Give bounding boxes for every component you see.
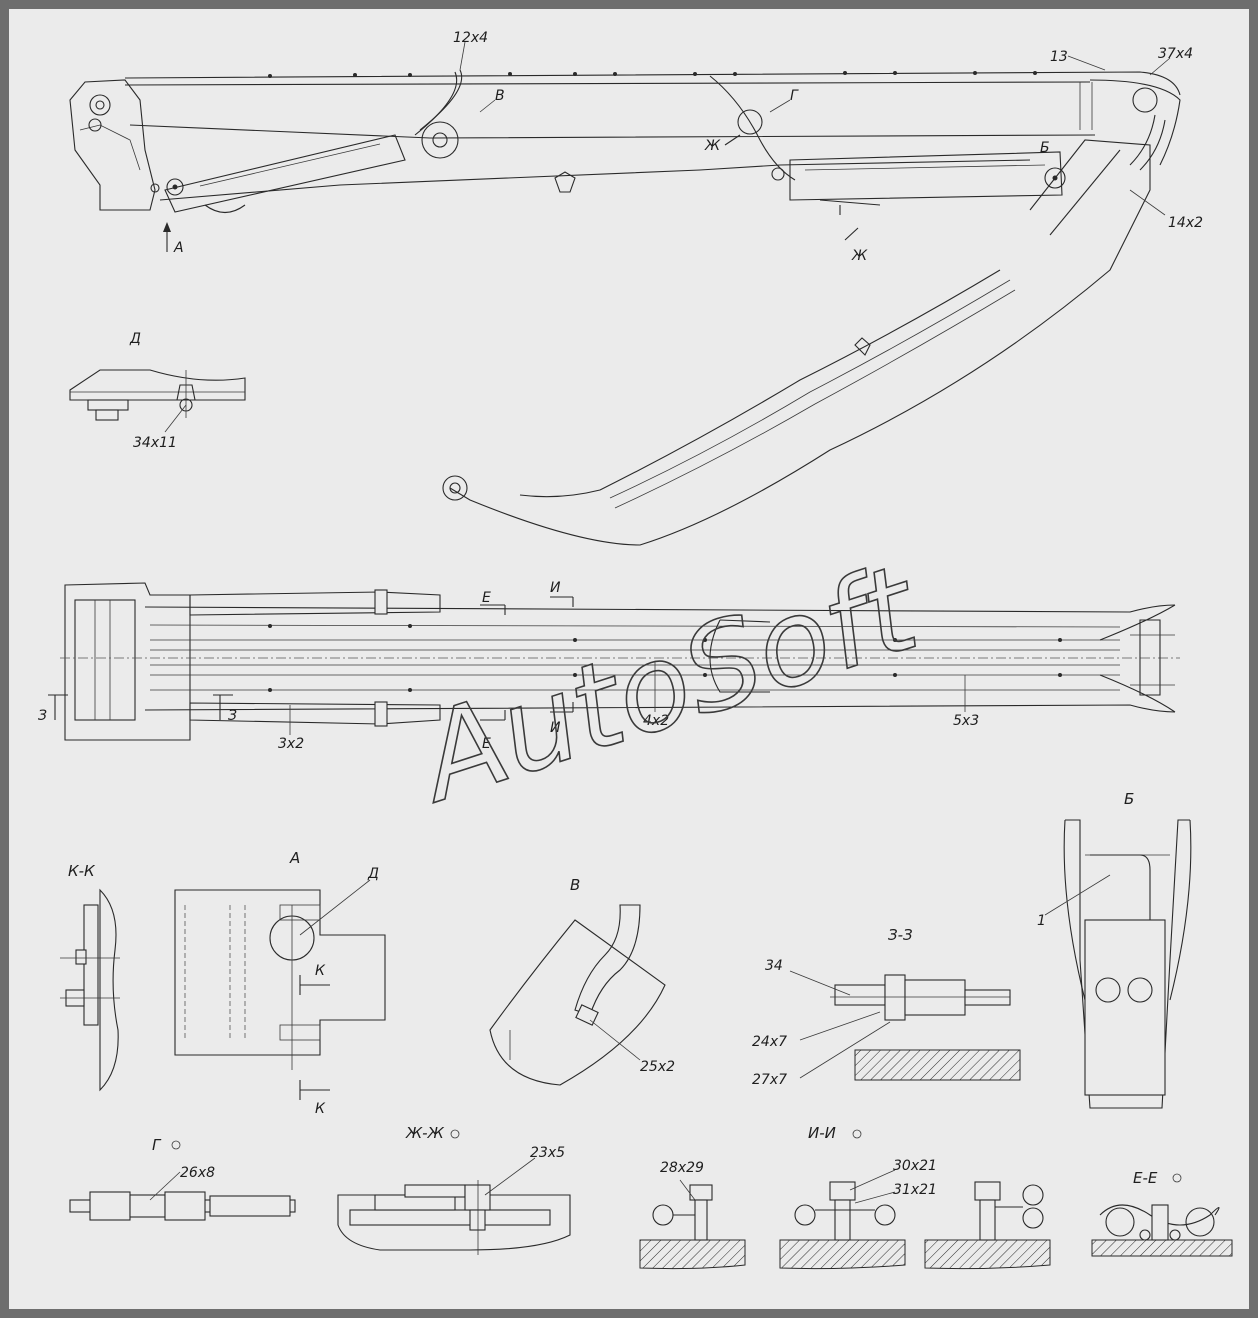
callout-12x4: 12x4 bbox=[453, 30, 488, 46]
view-a-callout-d: Д bbox=[367, 866, 379, 882]
callout-v: В bbox=[495, 88, 505, 104]
view-v-title: В bbox=[570, 876, 580, 894]
callout-14x2: 14x2 bbox=[1168, 215, 1203, 231]
view-g: Г 26x8 bbox=[69, 1136, 296, 1221]
section-kk-title: К-К bbox=[68, 862, 96, 880]
view-v-callout: 25x2 bbox=[640, 1059, 675, 1075]
view-a-section-k-bottom: К bbox=[315, 1101, 326, 1117]
view-a: А Д К К bbox=[174, 849, 386, 1117]
boom-plan-view bbox=[48, 582, 1180, 741]
section-zz-callout-27x7: 27x7 bbox=[752, 1072, 787, 1088]
section-i-bottom: И bbox=[550, 720, 561, 736]
paper bbox=[9, 9, 1249, 1309]
side-view-callouts: 12x4 В Г Ж Ж 13 37x4 Б 14x2 А bbox=[173, 30, 1203, 264]
view-b: Б 1 bbox=[1037, 790, 1192, 1109]
section-ii-callout-30x21: 30x21 bbox=[893, 1158, 937, 1174]
section-e-bottom: Е bbox=[482, 736, 491, 752]
section-e-top: Е bbox=[482, 590, 491, 606]
section-zhzh-callout: 23x5 bbox=[530, 1145, 565, 1161]
callout-a: А bbox=[173, 240, 184, 256]
callout-zh-bottom: Ж bbox=[851, 248, 868, 264]
section-ee-title: Е-Е bbox=[1133, 1169, 1158, 1187]
view-b-callout-1: 1 bbox=[1037, 913, 1046, 929]
section-z-right: З bbox=[228, 708, 237, 724]
callout-g: Г bbox=[790, 88, 799, 104]
callout-zh-top: Ж bbox=[704, 138, 721, 154]
view-b-title: Б bbox=[1124, 790, 1134, 808]
plan-view-callouts: Е Е И И З З 3x2 4x2 5x3 bbox=[38, 580, 979, 752]
callout-5x3: 5x3 bbox=[953, 713, 979, 729]
callout-4x2: 4x2 bbox=[643, 713, 669, 729]
section-ii-callout-28x29: 28x29 bbox=[660, 1160, 704, 1176]
boom-side-view bbox=[69, 41, 1181, 546]
section-zz-title: З-З bbox=[888, 926, 913, 944]
view-v: В 25x2 bbox=[489, 876, 675, 1086]
section-z-left: З bbox=[38, 708, 47, 724]
view-a-title: А bbox=[289, 849, 300, 867]
section-ii: И-И 28x29 30x21 31x21 bbox=[639, 1124, 1051, 1270]
section-zz: З-З 34 24x7 27x7 bbox=[752, 926, 1021, 1088]
section-ee: Е-Е bbox=[1091, 1169, 1233, 1257]
detail-d: Д 34x11 bbox=[69, 331, 246, 451]
section-kk: К-К bbox=[60, 862, 120, 1092]
view-g-callout: 26x8 bbox=[180, 1165, 215, 1181]
callout-b: Б bbox=[1040, 140, 1050, 156]
callout-37x4: 37x4 bbox=[1158, 46, 1193, 62]
section-zz-callout-34: 34 bbox=[765, 958, 783, 974]
section-i-top: И bbox=[550, 580, 561, 596]
callout-34x11: 34x11 bbox=[133, 435, 177, 451]
section-zz-callout-24x7: 24x7 bbox=[752, 1034, 787, 1050]
callout-13: 13 bbox=[1050, 49, 1068, 65]
section-zhzh-title: Ж-Ж bbox=[405, 1124, 445, 1142]
section-zhzh: Ж-Ж 23x5 bbox=[337, 1124, 571, 1255]
view-g-title: Г bbox=[152, 1136, 162, 1154]
view-a-section-k-top: К bbox=[315, 963, 326, 979]
section-ii-callout-31x21: 31x21 bbox=[893, 1182, 937, 1198]
detail-d-title: Д bbox=[129, 331, 141, 347]
section-ii-title: И-И bbox=[808, 1124, 836, 1142]
callout-3x2: 3x2 bbox=[278, 736, 304, 752]
